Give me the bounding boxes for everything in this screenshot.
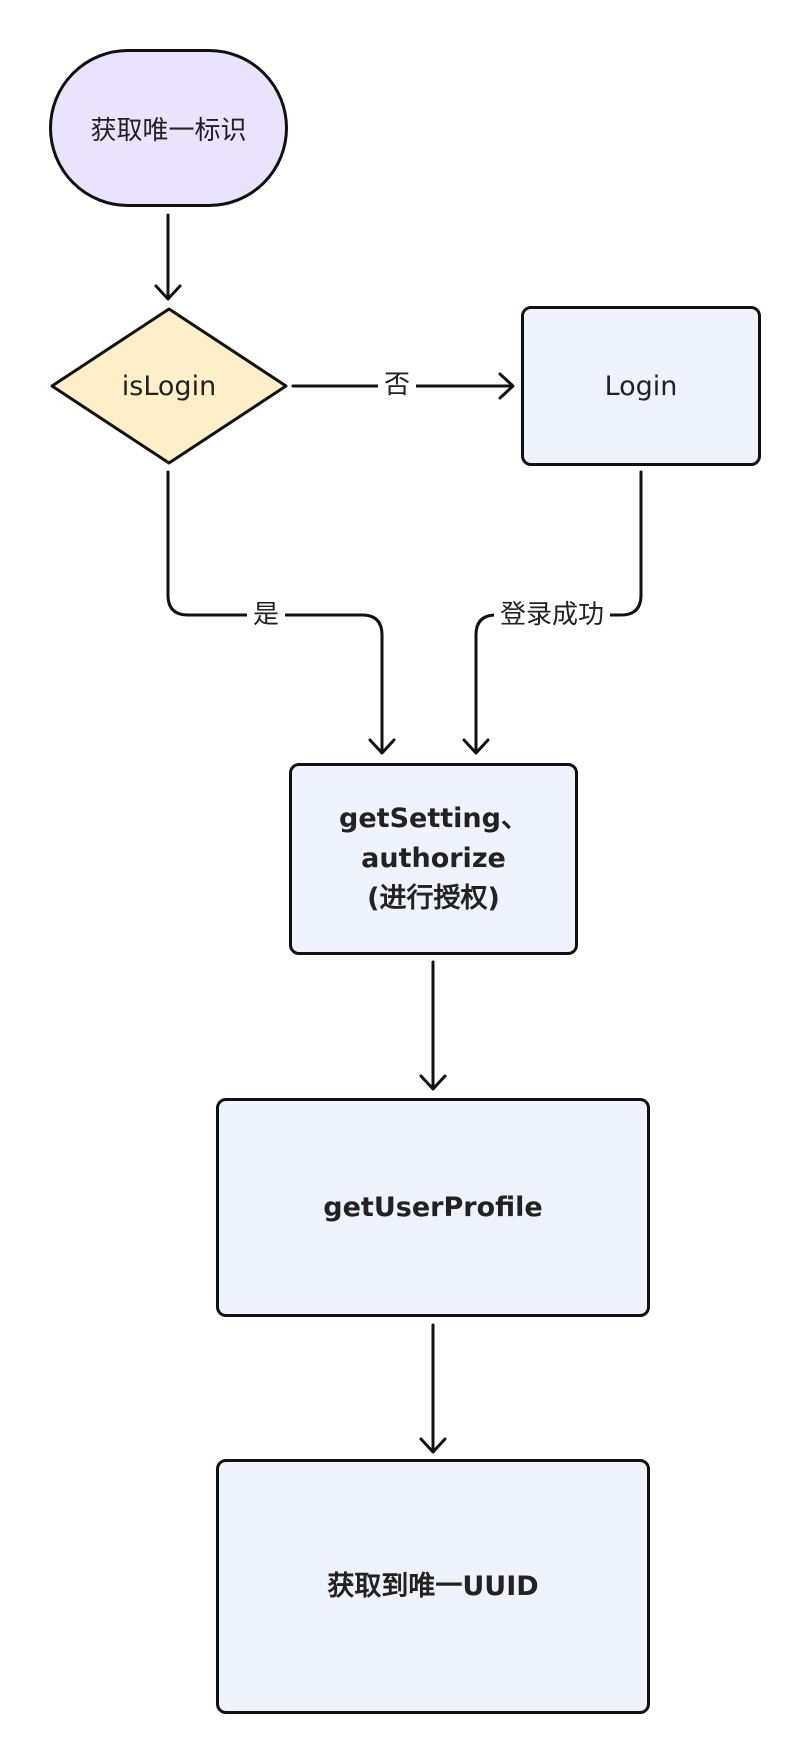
edge-label-no: 否 — [378, 368, 417, 402]
result-node-label: 获取到唯一UUID — [327, 1570, 539, 1602]
authorize-line-1: getSetting、 — [339, 803, 528, 834]
login-node-label: Login — [604, 370, 678, 402]
login-node: Login — [521, 306, 761, 466]
decision-node-label: isLogin — [121, 370, 217, 402]
decision-node: isLogin — [49, 306, 289, 466]
profile-node: getUserProfile — [216, 1098, 650, 1317]
result-node: 获取到唯一UUID — [216, 1459, 650, 1714]
authorize-node: getSetting、 authorize (进行授权) — [289, 763, 578, 955]
arrow-authorize-to-profile — [419, 960, 447, 1091]
authorize-line-3: (进行授权) — [367, 883, 500, 914]
decision-diamond-shape — [50, 307, 288, 465]
arrow-profile-to-result — [419, 1323, 447, 1454]
edge-label-yes: 是 — [247, 598, 286, 632]
authorize-line-2: authorize — [361, 843, 506, 874]
start-node-label: 获取唯一标识 — [90, 115, 247, 146]
start-node: 获取唯一标识 — [49, 49, 288, 207]
profile-node-label: getUserProfile — [323, 1191, 543, 1223]
arrow-start-to-decision — [154, 213, 182, 301]
edge-label-login-success: 登录成功 — [494, 598, 611, 632]
authorize-node-label: getSetting、 authorize (进行授权) — [339, 799, 528, 919]
